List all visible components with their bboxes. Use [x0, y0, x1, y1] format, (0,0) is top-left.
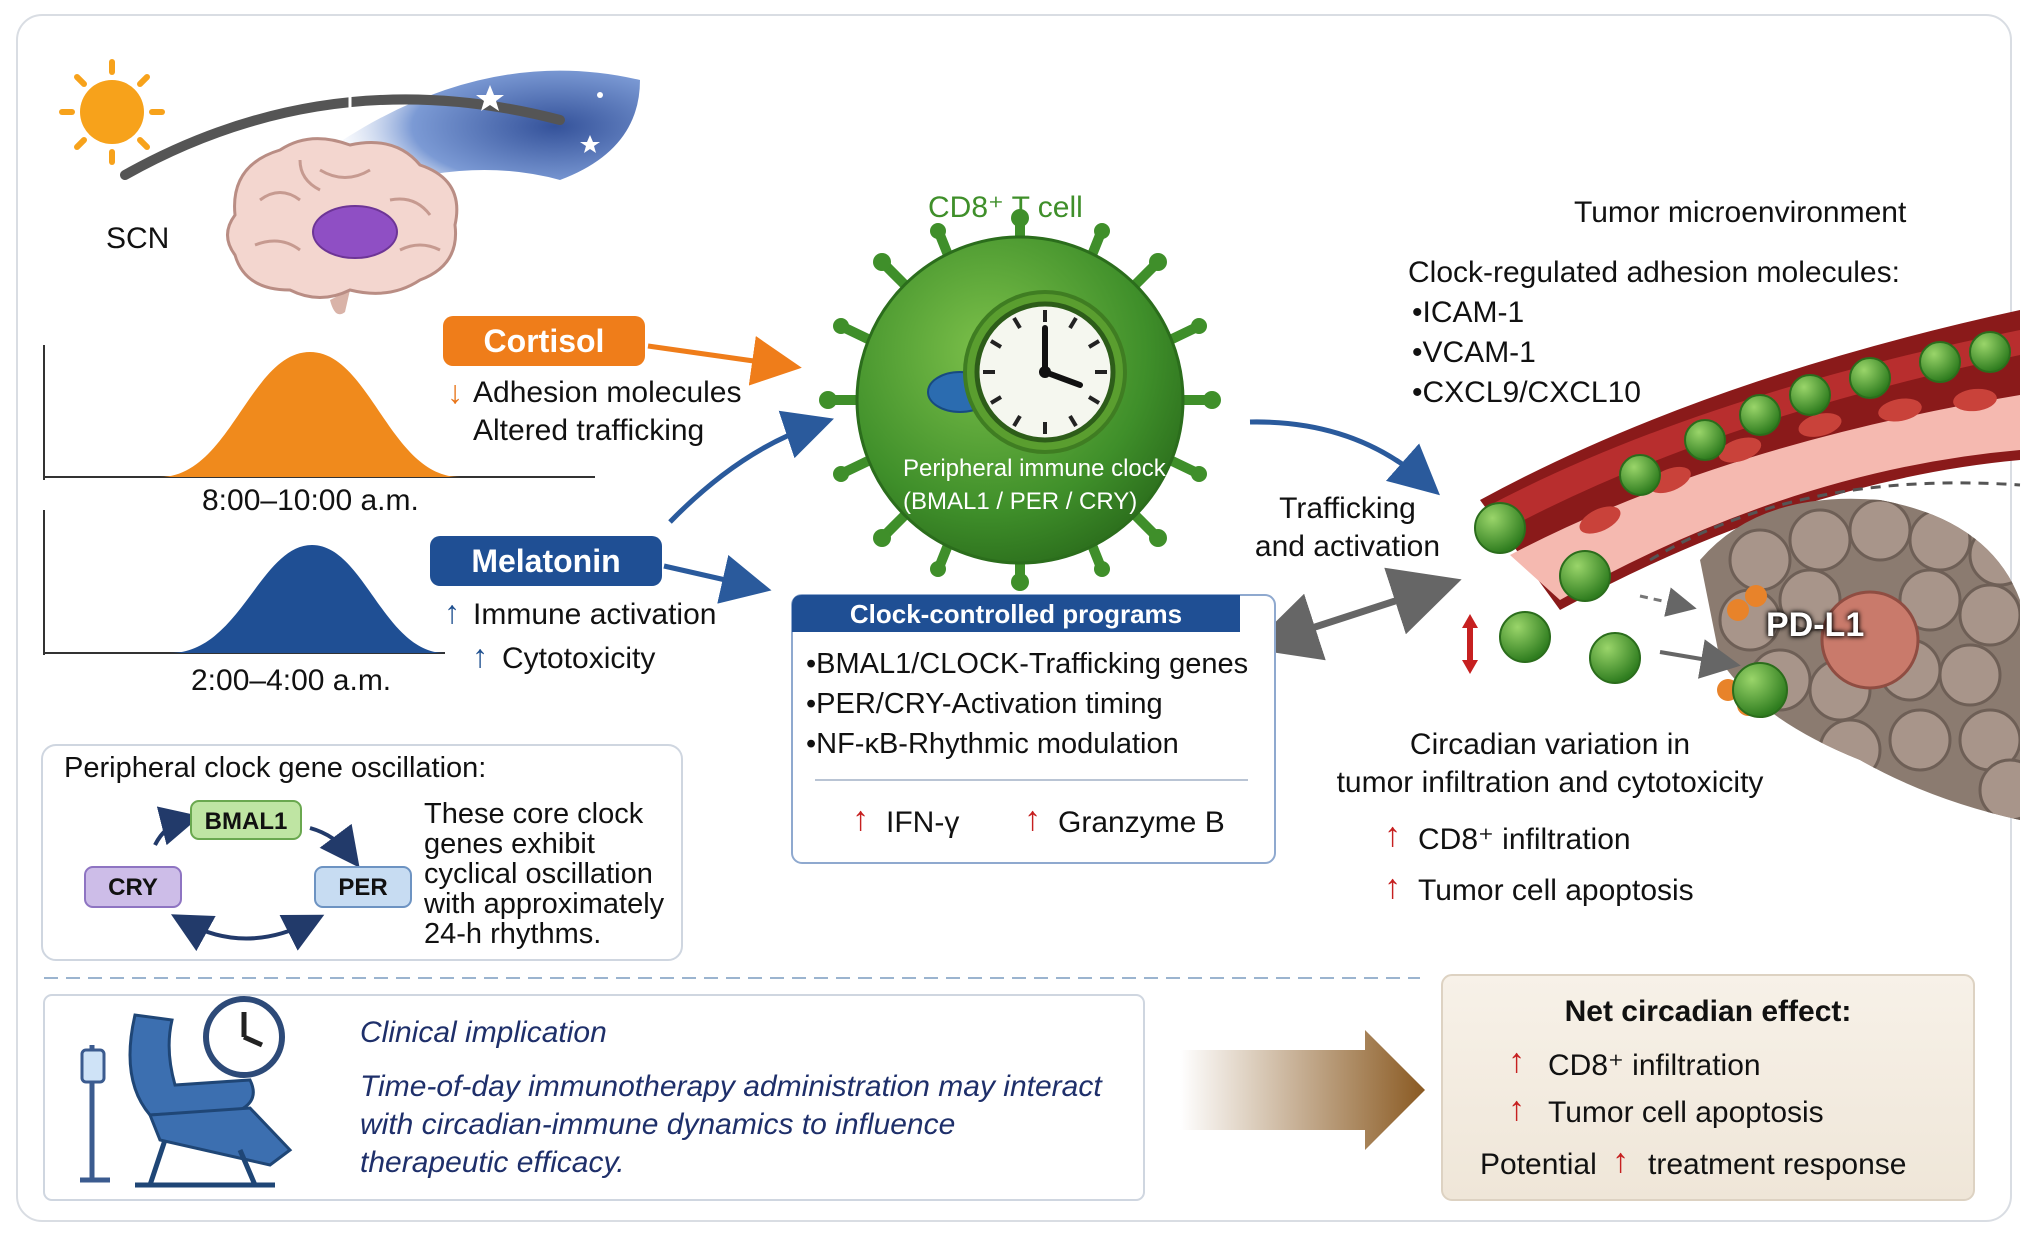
clock-program-item: •BMAL1/CLOCK-Trafficking genes: [806, 648, 1249, 680]
melatonin-effect-1: Immune activation: [473, 598, 717, 631]
tumor-attack-arrow: [1659, 639, 1741, 679]
melatonin-curve: [43, 510, 445, 655]
down-arrow-icon: ↓: [447, 374, 463, 410]
clock-icon: [963, 290, 1127, 454]
clinical-box: [43, 994, 1145, 1201]
net-effect-item-2: Tumor cell apoptosis: [1548, 1096, 1824, 1129]
up-arrow-icon: ↑: [444, 594, 460, 630]
tme-title: Tumor microenvironment: [1574, 196, 1907, 229]
tme-effect-2: Tumor cell apoptosis: [1418, 874, 1694, 907]
cortisol-arrow: [647, 336, 802, 386]
net-effect-item-3-pre: Potential: [1480, 1148, 1597, 1181]
up-arrow-icon: ↑: [472, 638, 488, 674]
melatonin-effect-2: Cytotoxicity: [502, 642, 656, 675]
melatonin-to-cell-arrow: [668, 410, 834, 524]
oscillation-desc: These core clock: [424, 798, 644, 830]
moon-icon: [452, 75, 603, 153]
melatonin-label: Melatonin: [430, 536, 662, 586]
gene-bmal1: BMAL1: [190, 800, 302, 840]
sun-icon: [59, 59, 165, 165]
trafficking-line-2: and activation: [1254, 530, 1441, 563]
cortisol-effect-2: Altered trafficking: [473, 414, 705, 447]
brain-icon: [226, 137, 459, 315]
cortisol-effect-1: Adhesion molecules: [473, 376, 742, 409]
adhesion-item: •CXCL9/CXCL10: [1412, 376, 1641, 409]
oscillation-desc: cyclical oscillation: [424, 858, 653, 890]
clinical-line: Time-of-day immunotherapy administration…: [360, 1070, 1102, 1103]
infusion-chair-icon: [80, 1013, 293, 1188]
cell-clock-line-2: (BMAL1 / PER / CRY): [903, 488, 1138, 515]
oscillation-desc: genes exhibit: [424, 828, 595, 860]
up-arrow-icon: ↑: [1508, 1090, 1525, 1128]
oscillation-title: Peripheral clock gene oscillation:: [64, 752, 487, 784]
blood-vessel: [1480, 310, 2020, 610]
cell-clock-line-1: Peripheral immune clock: [903, 455, 1166, 482]
wall-clock-icon: [203, 996, 285, 1078]
pd-l1-label: PD-L1: [1766, 606, 1865, 644]
up-arrow-icon: ↑: [1384, 816, 1401, 854]
cortisol-label: Cortisol: [443, 316, 645, 366]
net-effect-title: Net circadian effect:: [1564, 995, 1852, 1028]
up-arrow-icon: ↑: [1508, 1042, 1525, 1080]
cortisol-curve: [43, 345, 595, 480]
cd8-title: CD8⁺ T cell: [928, 191, 1083, 224]
trafficking-arrow: [1249, 419, 1440, 496]
clinical-line: therapeutic efficacy.: [360, 1146, 625, 1179]
melatonin-to-programs-arrow: [663, 554, 772, 604]
net-effect-box: [1441, 974, 1975, 1201]
adhesion-item: •VCAM-1: [1412, 336, 1536, 369]
tumor-entry-arrow: [1639, 587, 1697, 617]
clinical-title: Clinical implication: [360, 1016, 607, 1049]
up-arrow-icon: ↑: [1612, 1142, 1629, 1180]
oscillation-desc: with approximately: [424, 888, 665, 920]
cortisol-peak-time: 8:00–10:00 a.m.: [202, 484, 419, 517]
up-arrow-icon: ↑: [1384, 868, 1401, 906]
adhesion-item: •ICAM-1: [1412, 296, 1525, 329]
clinical-line: with circadian-immune dynamics to influe…: [360, 1108, 956, 1141]
net-effect-arrow: [1180, 1030, 1425, 1150]
tme-effect-1: CD8⁺ infiltration: [1418, 823, 1631, 856]
clock-program-item: •PER/CRY-Activation timing: [806, 688, 1163, 720]
clock-programs-box: [791, 594, 1276, 864]
oscillation-desc: 24-h rhythms.: [424, 918, 602, 950]
clock-program-item: •NF-κB-Rhythmic modulation: [806, 728, 1179, 760]
variation-line-2: tumor infiltration and cytotoxicity: [1336, 766, 1764, 799]
programs-tme-bidirectional-arrow: [1248, 567, 1462, 661]
granzyme-b-label: Granzyme B: [1058, 806, 1225, 839]
trafficking-line-1: Trafficking: [1279, 492, 1416, 525]
gene-cry: CRY: [84, 866, 182, 908]
infiltrating-t-cells: [1474, 502, 1788, 718]
oscillation-box: [41, 744, 683, 961]
up-arrow-icon: ↑: [852, 800, 869, 838]
gene-per: PER: [314, 866, 412, 908]
melatonin-peak-time: 2:00–4:00 a.m.: [191, 664, 392, 697]
up-arrow-icon: ↑: [1024, 800, 1041, 838]
net-effect-item-3-post: treatment response: [1648, 1148, 1907, 1181]
scn-label: SCN: [106, 222, 170, 255]
clock-programs-title: Clock-controlled programs: [849, 599, 1183, 629]
variation-line-1: Circadian variation in: [1409, 728, 1691, 761]
ifn-gamma-label: IFN-γ: [886, 806, 960, 839]
net-effect-item-1: CD8⁺ infiltration: [1548, 1049, 1761, 1082]
adhesion-title: Clock-regulated adhesion molecules:: [1408, 256, 1900, 289]
